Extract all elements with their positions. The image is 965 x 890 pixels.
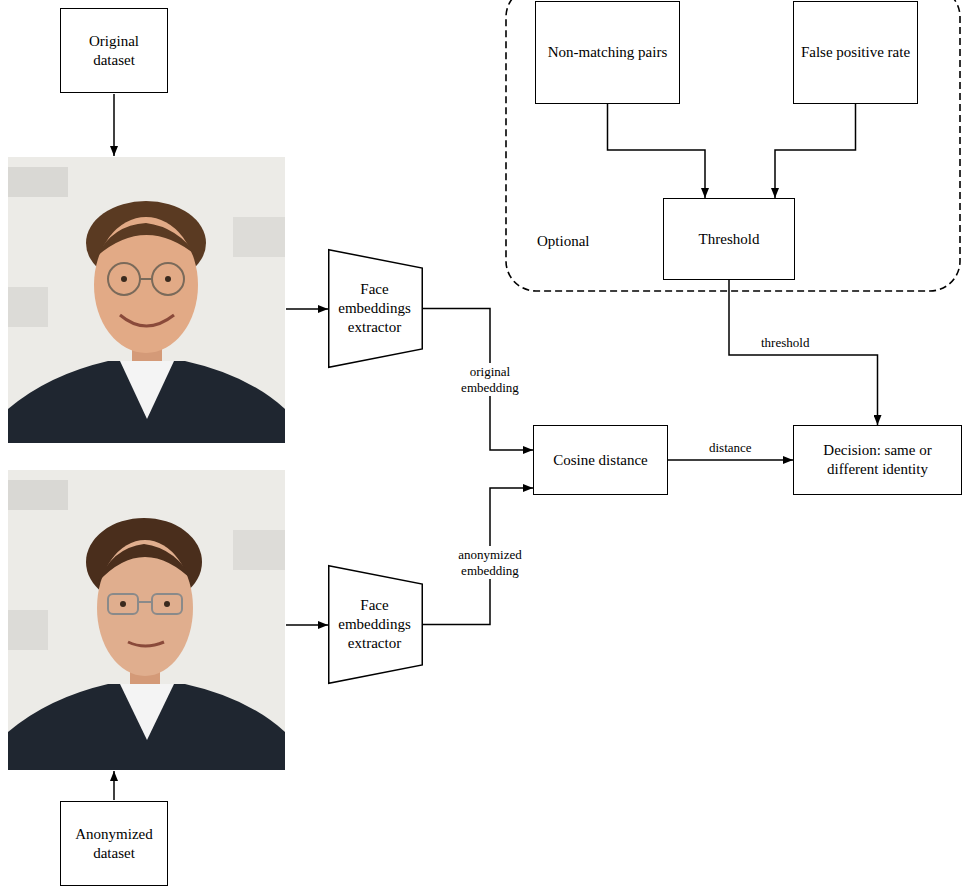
decision-box: Decision: same or different identity <box>793 425 962 495</box>
flow-arrow <box>286 624 328 626</box>
node-label: Threshold <box>699 230 760 249</box>
connector-arrow <box>775 104 856 198</box>
connector-arrow <box>729 280 878 425</box>
node-label: Face embeddings extractor <box>334 280 415 336</box>
node-label: Cosine distance <box>553 451 648 470</box>
extractor-trapezoid: Face embeddings extractor <box>328 249 423 368</box>
edge-label: threshold <box>759 334 811 352</box>
flow-arrow <box>113 771 115 800</box>
node-label: Anonymized dataset <box>67 825 161 863</box>
dataset-box: Original dataset <box>60 8 168 93</box>
original-face-photo <box>8 157 285 443</box>
input-box: Non-matching pairs <box>535 1 680 104</box>
connector-arrow <box>668 459 793 461</box>
node-label: Decision: same or different identity <box>800 441 955 479</box>
connector-arrow <box>423 488 533 625</box>
extractor-trapezoid: Face embeddings extractor <box>328 565 423 684</box>
dataset-box: Anonymized dataset <box>60 801 168 886</box>
connector-arrow <box>608 104 706 198</box>
edge-label: original embedding <box>446 363 534 396</box>
optional-region: Optional Non-matching pairs False positive… <box>505 0 961 292</box>
node-label: False positive rate <box>801 43 910 62</box>
edge-label: distance <box>707 439 754 457</box>
node-label: Face embeddings extractor <box>334 596 415 652</box>
node-label: Non-matching pairs <box>548 43 668 62</box>
anonymized-face-photo <box>8 470 285 770</box>
node-label: Original dataset <box>67 32 161 70</box>
edge-label: anonymized embedding <box>446 546 534 579</box>
process-box: Cosine distance <box>533 425 668 495</box>
threshold-box: Threshold <box>663 198 795 280</box>
flow-arrow <box>286 308 328 310</box>
flow-arrow <box>113 94 115 156</box>
region-label: Optional <box>537 232 590 251</box>
input-box: False positive rate <box>793 1 918 104</box>
connector-arrow <box>423 309 533 451</box>
